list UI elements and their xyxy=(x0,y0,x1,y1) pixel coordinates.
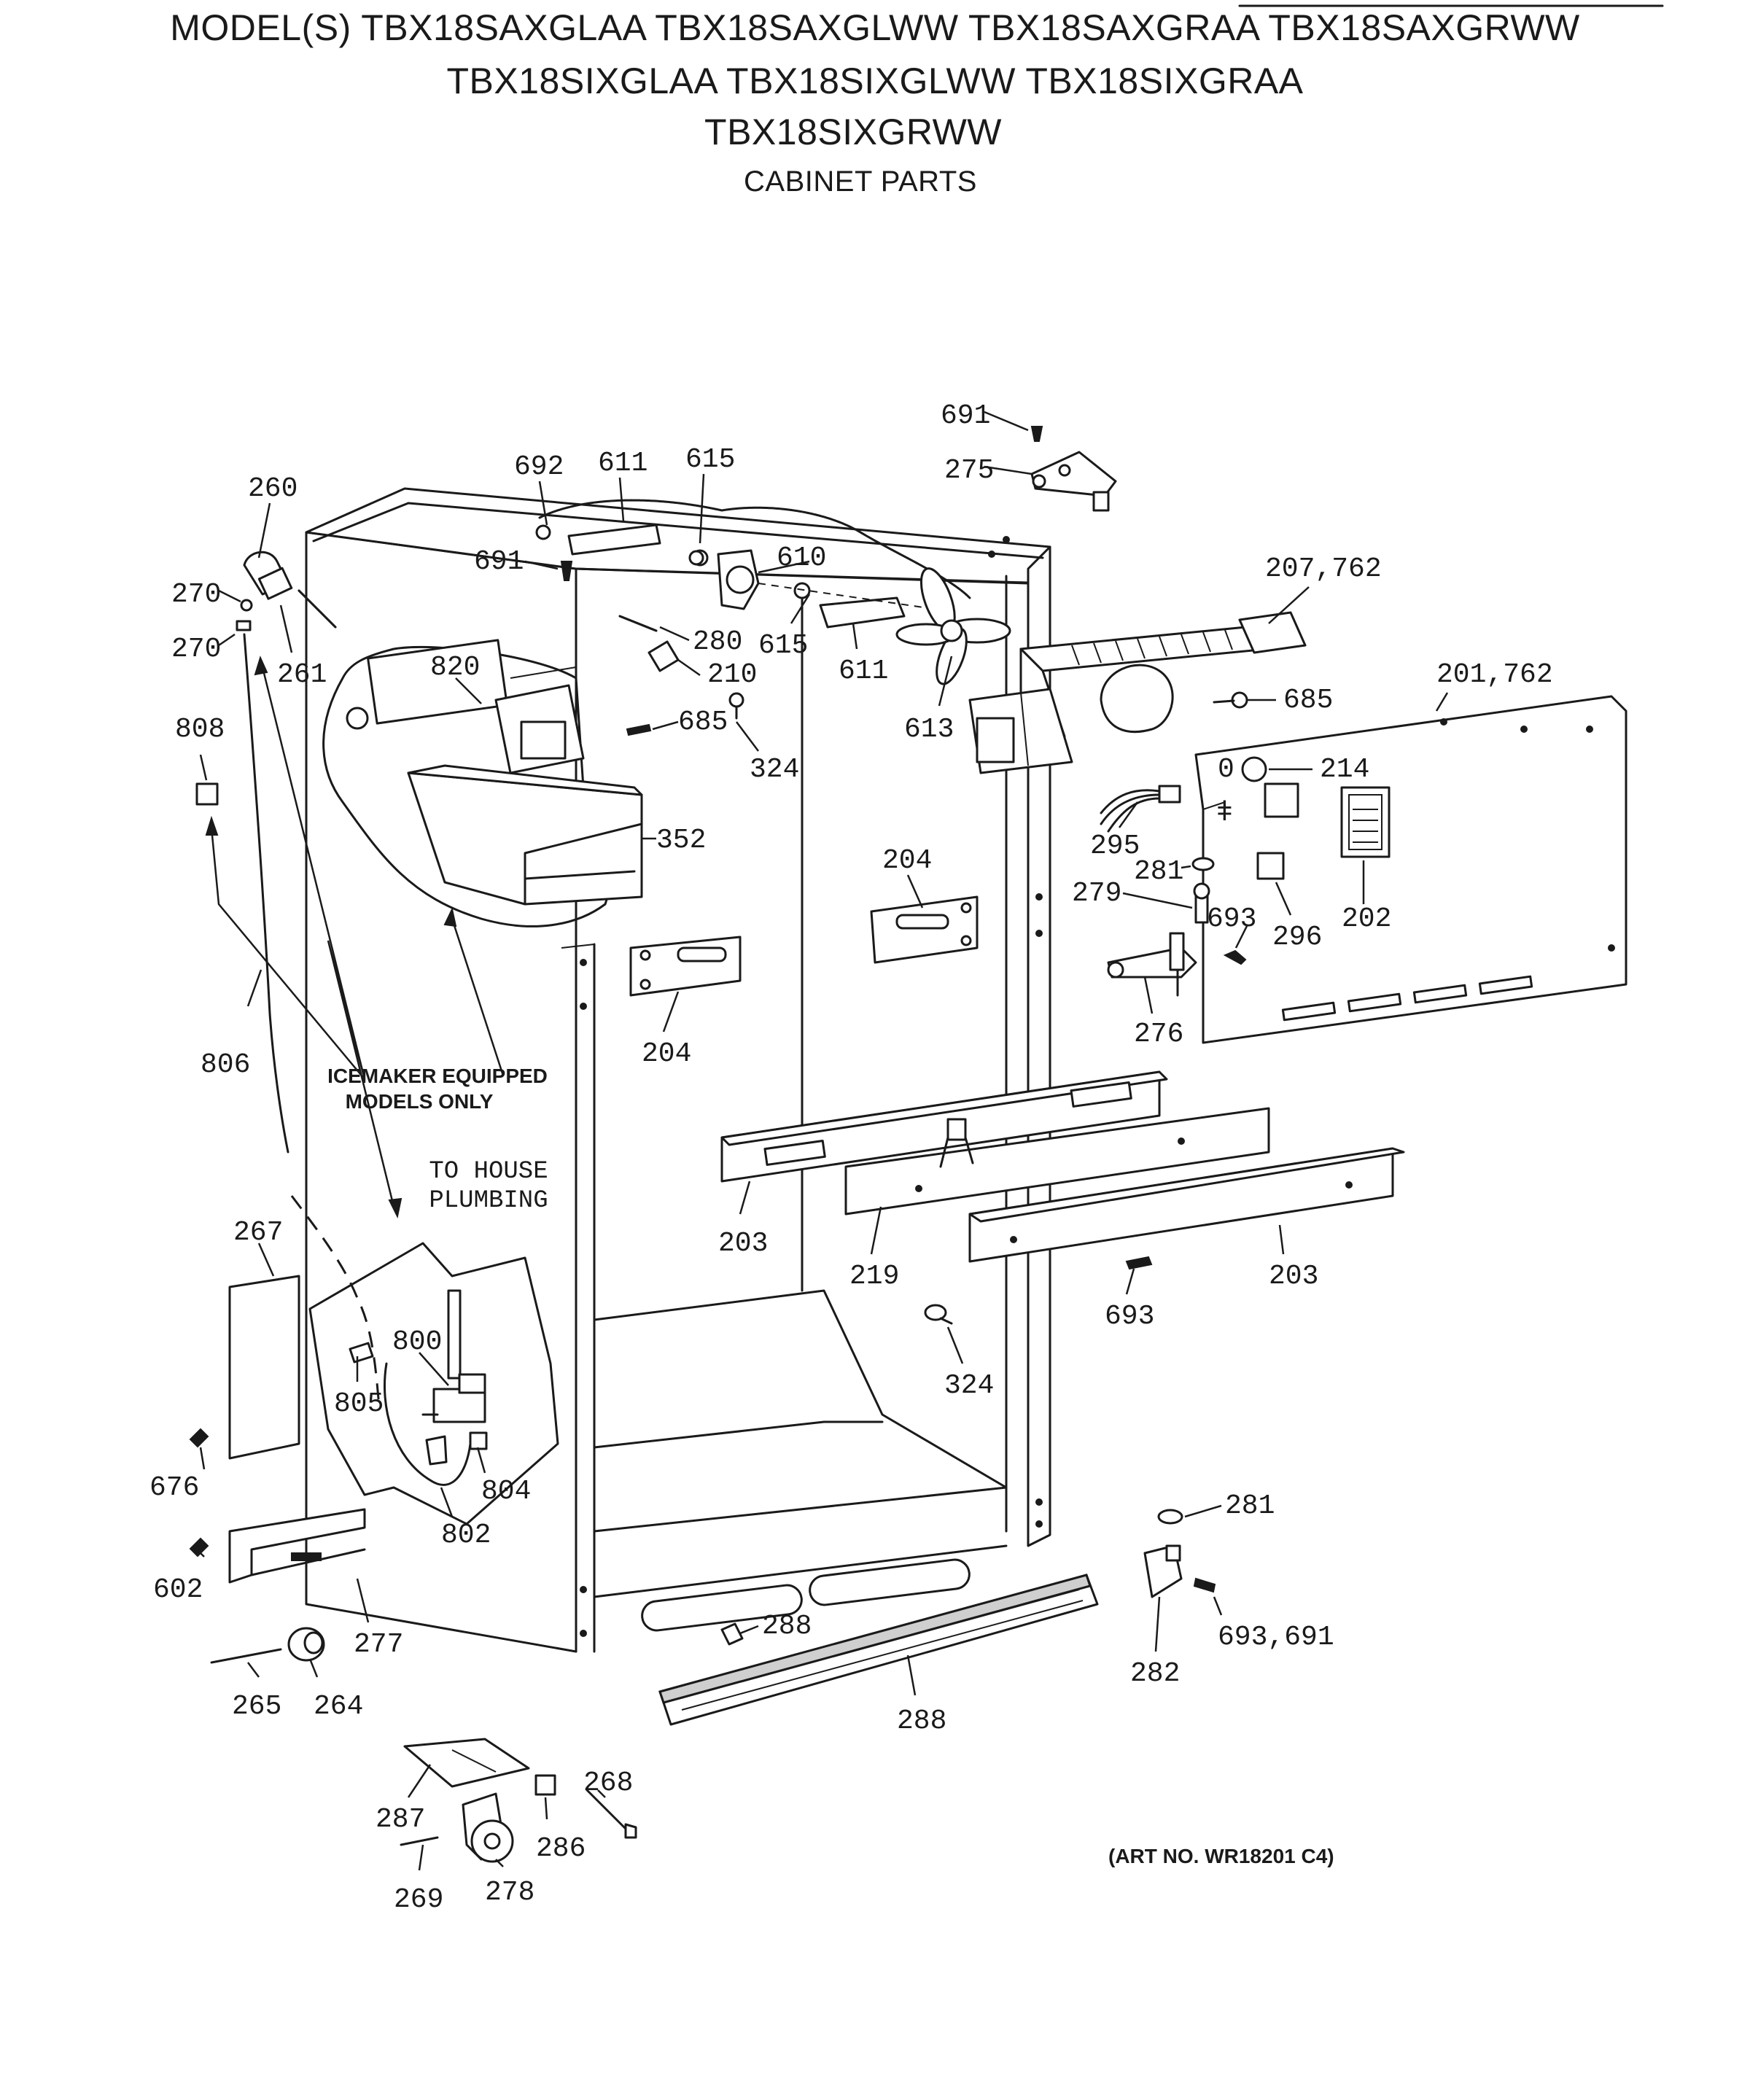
rail-203-lower xyxy=(968,1147,1405,1263)
callout-261: 261 xyxy=(277,659,327,691)
notes: ICEMAKER EQUIPPED MODELS ONLY TO HOUSE P… xyxy=(327,1065,1334,1867)
callout-352: 352 xyxy=(656,825,706,856)
callout-806: 806 xyxy=(201,1049,250,1081)
callout-288: 288 xyxy=(762,1611,812,1642)
panel-267 xyxy=(189,1275,300,1460)
callout-692: 692 xyxy=(514,451,564,483)
icemaker-note-arrows xyxy=(205,656,505,1219)
rail-203-upper xyxy=(720,1070,1168,1183)
section-title: CABINET PARTS xyxy=(744,166,977,198)
fill-tube-parts xyxy=(195,551,744,1154)
callout-693: 693 xyxy=(1105,1301,1154,1332)
callout-691: 691 xyxy=(941,400,990,432)
callout-693: 693 xyxy=(1207,903,1256,935)
icemaker-820 xyxy=(367,639,508,725)
callout-260: 260 xyxy=(248,473,298,505)
callout-295: 295 xyxy=(1090,831,1140,862)
callout-267: 267 xyxy=(233,1217,283,1248)
callout-204: 204 xyxy=(642,1038,691,1070)
callout-286: 286 xyxy=(536,1833,586,1864)
icemaker-cutaway xyxy=(322,639,643,928)
svg-text:ǂ: ǂ xyxy=(1216,798,1233,829)
callout-287: 287 xyxy=(376,1804,425,1835)
callout-693-691: 693,691 xyxy=(1218,1622,1334,1653)
callout-265: 265 xyxy=(232,1691,281,1722)
plumbing-note-line-1: TO HOUSE xyxy=(429,1158,548,1186)
callout-802: 802 xyxy=(441,1520,491,1551)
top-fan-assembly xyxy=(535,499,1011,685)
callout-276: 276 xyxy=(1134,1019,1183,1050)
callout-611: 611 xyxy=(839,656,888,687)
callout-214: 214 xyxy=(1320,754,1369,785)
models-line-2: TBX18SIXGLAA TBX18SIXGLWW TBX18SIXGRAA xyxy=(446,61,1303,101)
callout-296: 296 xyxy=(1272,922,1322,953)
header: MODEL(S) TBX18SAXGLAA TBX18SAXGLWW TBX18… xyxy=(170,4,1664,198)
callout-207-762: 207,762 xyxy=(1265,553,1382,585)
hinge-275 xyxy=(1030,426,1117,512)
icemaker-note-line-2: MODELS ONLY xyxy=(346,1090,494,1113)
plumbing-note-line-2: PLUMBING xyxy=(429,1187,548,1215)
grille-288 xyxy=(658,1574,1099,1726)
callout-324: 324 xyxy=(944,1370,994,1401)
callout-676: 676 xyxy=(149,1472,199,1504)
callout-269: 269 xyxy=(394,1884,443,1916)
bracket-204-left xyxy=(629,936,742,997)
callout-204: 204 xyxy=(882,845,932,876)
evaporator-207 xyxy=(968,611,1307,774)
hinge-276 xyxy=(1107,857,1247,997)
callout-691: 691 xyxy=(474,546,524,578)
callout-264: 264 xyxy=(314,1691,363,1722)
callout-685: 685 xyxy=(1283,685,1333,716)
callout-282: 282 xyxy=(1130,1658,1180,1689)
callout-279: 279 xyxy=(1072,878,1121,909)
callout-203: 203 xyxy=(1269,1261,1318,1292)
bracket-204-right xyxy=(870,895,979,964)
callout-288: 288 xyxy=(897,1706,946,1737)
roller-264 xyxy=(210,1627,325,1664)
bracket-277 xyxy=(189,1508,366,1584)
callout-270: 270 xyxy=(171,579,221,610)
wire-harness-295 xyxy=(1100,785,1181,833)
models-line-3: TBX18SIXGRWW xyxy=(704,112,1002,152)
rail-219 xyxy=(844,1107,1270,1216)
callout-613: 613 xyxy=(904,714,954,745)
callout-324: 324 xyxy=(750,754,799,785)
art-number: (ART NO. WR18201 C4) xyxy=(1108,1845,1334,1867)
callout-808: 808 xyxy=(175,714,225,745)
callout-805: 805 xyxy=(334,1388,384,1420)
callout-201-762: 201,762 xyxy=(1436,659,1553,691)
control-panel-201: 0 ǂ xyxy=(1194,695,1628,1044)
icemaker-note-line-1: ICEMAKER EQUIPPED xyxy=(327,1065,548,1087)
callout-615: 615 xyxy=(758,630,808,661)
callout-602: 602 xyxy=(153,1574,203,1606)
callout-804: 804 xyxy=(481,1476,531,1507)
hinge-282 xyxy=(1143,1509,1216,1598)
callout-219: 219 xyxy=(849,1261,899,1292)
callout-610: 610 xyxy=(777,542,826,574)
callout-280: 280 xyxy=(693,626,742,658)
callout-277: 277 xyxy=(354,1629,403,1660)
caster-parts xyxy=(400,1738,637,1863)
callout-275: 275 xyxy=(944,455,994,486)
callout-800: 800 xyxy=(392,1326,442,1358)
models-line-1: MODEL(S) TBX18SAXGLAA TBX18SAXGLWW TBX18… xyxy=(170,7,1580,48)
svg-text:0: 0 xyxy=(1218,754,1234,785)
leader-lines xyxy=(196,411,1449,1871)
callout-281: 281 xyxy=(1134,856,1183,887)
fan-blade-613 xyxy=(895,567,1011,685)
callout-278: 278 xyxy=(485,1877,534,1908)
callout-203: 203 xyxy=(718,1228,768,1259)
callout-202: 202 xyxy=(1342,903,1391,935)
callout-615: 615 xyxy=(685,444,735,475)
callout-210: 210 xyxy=(707,659,757,691)
callout-611: 611 xyxy=(598,448,648,479)
callout-labels: 691 275 692 611 615 260 691 610 207,762 … xyxy=(149,400,1553,1916)
callout-281: 281 xyxy=(1225,1490,1275,1522)
callout-270: 270 xyxy=(171,634,221,665)
callout-268: 268 xyxy=(583,1768,633,1799)
callout-685: 685 xyxy=(678,707,728,738)
water-valve-cutaway xyxy=(290,1195,559,1525)
callout-820: 820 xyxy=(430,652,480,683)
